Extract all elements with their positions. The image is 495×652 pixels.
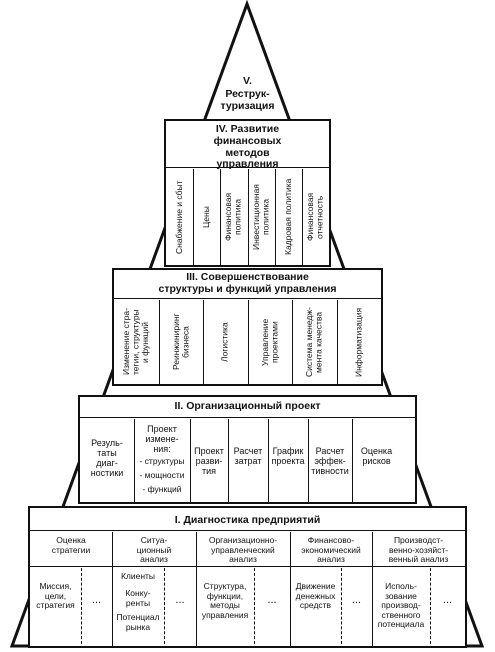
level2-project-change-item: - структуры <box>139 456 185 466</box>
level2-project-change-item: - мощности <box>139 470 185 480</box>
level4-separator <box>247 169 249 265</box>
level3-item: Система менедж- мента качества <box>303 307 324 377</box>
level4-separator <box>220 169 222 265</box>
level1-column-header: Организационно- управленческий анализ <box>208 535 278 565</box>
level1-column-detail: Миссия, цели, стратегия <box>36 581 75 611</box>
level4-title: IV. Развитие финансовых методов управлен… <box>213 123 282 171</box>
level2-separator <box>134 419 135 502</box>
level2-separator <box>352 419 353 502</box>
level1-column-detail: Структура, функции, методы управления <box>201 581 249 620</box>
level2-cell: Расчет затрат <box>233 446 263 467</box>
level3-item: Логистика <box>219 322 230 362</box>
level2-cell: График проекта <box>271 446 305 467</box>
level1-column-detail: Конку- ренты <box>125 588 151 608</box>
level1-separator <box>290 532 291 646</box>
level4-item: Финансовая политика <box>223 192 243 242</box>
level3-item: Управление проектами <box>259 318 279 366</box>
level1-column-detail: Потенциал рынка <box>116 612 160 632</box>
level2-title: II. Организационный проект <box>174 400 321 412</box>
level1-dashed-divider <box>341 568 342 644</box>
level4-separator <box>193 169 195 265</box>
level5-roman: V. <box>243 75 252 87</box>
level1-dashed-divider <box>81 568 82 644</box>
level2-separator <box>228 419 229 502</box>
level2-project-changes-title: Проект измене- ния: <box>145 424 179 455</box>
level1-separator <box>112 532 113 646</box>
level1-column-header: Финансово- экономический анализ <box>301 535 361 565</box>
level1-ellipsis: ... <box>91 594 102 606</box>
level3-separator <box>336 300 338 384</box>
level1-divider <box>30 530 465 531</box>
level1-dashed-divider <box>254 568 255 644</box>
level1-title: I. Диагностика предприятий <box>174 514 321 526</box>
level2-separator <box>190 419 191 502</box>
level3-separator <box>203 300 204 384</box>
level3-item: Реинжиниринг бизнеса <box>170 313 190 371</box>
level3-separator <box>292 300 293 384</box>
level3-separator <box>158 300 160 384</box>
level3-title: III. Совершенствование структуры и функц… <box>158 271 337 295</box>
level1-dashed-divider <box>164 568 165 644</box>
level1-box <box>28 506 467 648</box>
level4-item: Инвестиционная политика <box>250 184 271 250</box>
level2-project-change-item: - функций <box>142 484 182 494</box>
level3-item: Информатизация <box>353 307 364 377</box>
level1-ellipsis: ... <box>442 594 453 606</box>
level1-column-header: Производст- венно-хозяйст- венный анализ <box>388 535 449 565</box>
level4-separator <box>301 169 303 265</box>
level1-separator <box>196 532 197 646</box>
level1-subdivider <box>30 566 465 567</box>
level1-dashed-divider <box>430 568 431 644</box>
level1-column-detail: Клиенты <box>120 571 156 581</box>
level2-divider <box>80 417 415 418</box>
level4-divider <box>166 167 329 168</box>
level4-item: Финансовая отчетность <box>305 192 325 242</box>
level4-item: Цены <box>201 206 212 228</box>
level2-cell: Проект разви- тия <box>194 446 224 477</box>
level4-separator <box>274 169 276 265</box>
level1-ellipsis: ... <box>351 594 362 606</box>
level4-item: Кадровая политика <box>282 178 293 256</box>
level4-item: Снабжение и сбыт <box>173 180 184 254</box>
level2-separator <box>308 419 309 502</box>
level2-results: Резуль- таты диаг- ностики <box>90 438 124 479</box>
level2-cell: Расчет эффек- тивности <box>311 446 349 477</box>
level1-column-header: Ситуа- ционный анализ <box>136 535 172 565</box>
level1-separator <box>372 532 373 646</box>
level3-separator <box>247 300 249 384</box>
level3-item: Изменение стра- тегии, структуры и функц… <box>121 308 150 376</box>
level3-divider <box>114 298 381 299</box>
level1-column-header: Оценка стратегии <box>51 535 91 555</box>
level1-ellipsis: ... <box>267 594 277 606</box>
level2-cell: Оценка рисков <box>360 446 393 467</box>
level1-column-detail: Исполь- зование производ- ственного поте… <box>377 581 425 630</box>
level1-ellipsis: ... <box>175 594 185 606</box>
level1-column-detail: Движение денежных средств <box>295 581 336 611</box>
level5-title: Реструк- туризация <box>220 88 275 112</box>
level2-separator <box>268 419 269 502</box>
